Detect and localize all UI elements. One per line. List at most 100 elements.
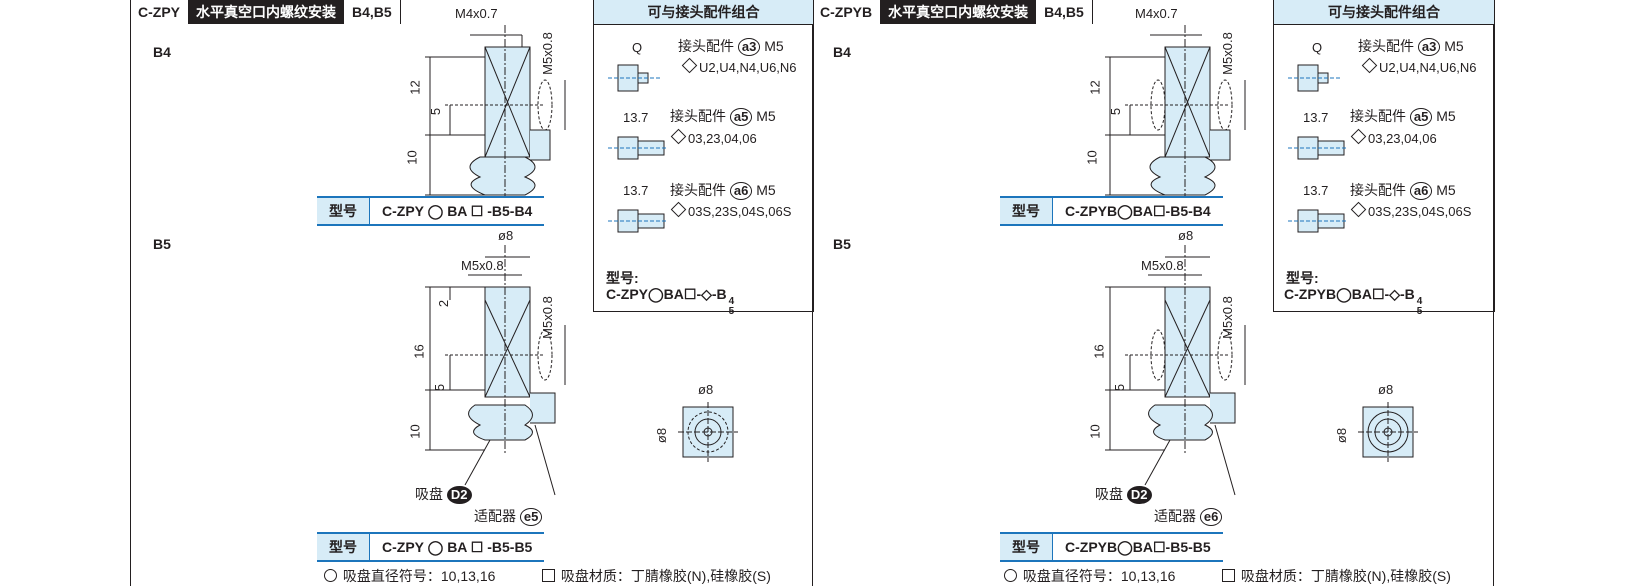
adapter-label: 适配器 — [1154, 508, 1196, 524]
b4-top-thread: M4x0.7 — [1135, 6, 1178, 21]
fittings-drawings — [608, 64, 668, 233]
dia-note-text: 吸盘直径符号：10,13,16 — [342, 568, 496, 584]
b4-model-bar: 型号 C-ZPYB◯BA☐-B5-B4 — [1000, 196, 1223, 226]
b4-height-10: 10 — [1084, 150, 1100, 165]
mat-note-text: 吸盘材质：丁腈橡胶(N),硅橡胶(S) — [1240, 568, 1451, 584]
top-view-height: ø8 — [1334, 427, 1350, 444]
b5-model-bar: 型号 C-ZPY ◯ BA ☐ -B5-B5 — [317, 532, 545, 562]
model-value: C-ZPYB◯BA☐-B5-B5 — [1053, 534, 1223, 560]
fit3-options: 03S,23S,04S,06S — [669, 201, 792, 219]
size-list: B4,B5 — [1036, 0, 1093, 24]
fit3-name: 接头配件 — [670, 182, 726, 198]
b5-top-view — [1358, 402, 1418, 462]
fit3-label: 接头配件 a6 M5 — [1350, 180, 1456, 200]
fit2-name: 接头配件 — [670, 108, 726, 124]
suffix-bottom: 5 — [728, 306, 735, 317]
fit1-options-text: U2,U4,N4,U6,N6 — [1379, 60, 1477, 75]
diamond-icon — [670, 201, 687, 218]
model-key: 型号 — [317, 534, 370, 560]
b5-height-16: 16 — [411, 344, 427, 359]
fit1-code: a3 — [737, 38, 761, 56]
pad-label: 吸盘 — [1095, 486, 1123, 502]
footer-dia-note: 吸盘直径符号：10,13,16 — [1002, 566, 1175, 586]
top-view-width: ø8 — [698, 382, 714, 397]
fit2-dim: 13.7 — [1303, 110, 1329, 125]
fit2-label: 接头配件 a5 M5 — [1350, 106, 1456, 126]
dia-note-text: 吸盘直径符号：10,13,16 — [1022, 568, 1176, 584]
fit2-options: 03,23,04,06 — [669, 128, 757, 146]
square-symbol-icon — [1222, 569, 1235, 582]
fit1-options: U2,U4,N4,U6,N6 — [1360, 57, 1477, 75]
b4-drawing — [425, 25, 566, 198]
fit2-label: 接头配件 a5 M5 — [670, 106, 776, 126]
fit2-thread: M5 — [1436, 108, 1456, 124]
model-value: C-ZPY ◯ BA ☐ -B5-B4 — [370, 198, 545, 224]
b5-diameter: ø8 — [498, 228, 514, 243]
fit1-options: U2,U4,N4,U6,N6 — [680, 57, 797, 75]
model-value: C-ZPYB◯BA☐-B5-B4 — [1053, 198, 1223, 224]
footer-mat-note: 吸盘材质：丁腈橡胶(N),硅橡胶(S) — [540, 566, 771, 586]
right-frame-border — [1493, 0, 1494, 586]
b4-side-thread: M5x0.8 — [1219, 32, 1235, 75]
circle-symbol-icon — [324, 569, 337, 582]
fittings-drawings — [1288, 64, 1348, 233]
pad-callout: 吸盘 D2 — [1095, 484, 1152, 504]
section-title: 水平真空口内螺纹安装 — [188, 0, 344, 24]
fit2-options-text: 03,23,04,06 — [688, 131, 757, 146]
fittings-box: 可与接头配件组合 — [1273, 0, 1495, 312]
fit2-code: a5 — [1409, 108, 1433, 126]
fit2-thread: M5 — [756, 108, 776, 124]
footer-mat-note: 吸盘材质：丁腈橡胶(N),硅橡胶(S) — [1220, 566, 1451, 586]
b5-drawing — [425, 245, 566, 496]
b5-model-bar: 型号 C-ZPYB◯BA☐-B5-B5 — [1000, 532, 1223, 562]
fit1-label: 接头配件 a3 M5 — [678, 36, 784, 56]
fittings-box: 可与接头配件组合 — [593, 0, 814, 312]
diamond-icon — [681, 57, 698, 74]
pad-label: 吸盘 — [415, 486, 443, 502]
adapter-label: 适配器 — [474, 508, 516, 524]
b4-model-bar: 型号 C-ZPY ◯ BA ☐ -B5-B4 — [317, 196, 545, 226]
b5-top-view — [678, 402, 738, 462]
mat-note-text: 吸盘材质：丁腈橡胶(N),硅橡胶(S) — [560, 568, 771, 584]
fittings-title: 可与接头配件组合 — [594, 0, 813, 25]
b4-side-thread: M5x0.8 — [539, 32, 555, 75]
adapter-code: e5 — [519, 508, 543, 526]
series-code: C-ZPY — [138, 4, 180, 20]
pad-callout: 吸盘 D2 — [415, 484, 472, 504]
right-header: C-ZPYB 水平真空口内螺纹安装 B4,B5 — [812, 0, 1093, 24]
model-key: 型号 — [1000, 534, 1053, 560]
fit2-options: 03,23,04,06 — [1349, 128, 1437, 146]
circle-symbol-icon — [1004, 569, 1017, 582]
fit3-dim: 13.7 — [623, 183, 649, 198]
b5-height-5: 5 — [1112, 383, 1128, 392]
size-list: B4,B5 — [344, 0, 401, 24]
b5-diameter: ø8 — [1178, 228, 1194, 243]
b5-height-16: 16 — [1091, 344, 1107, 359]
b5-height-2: 2 — [436, 299, 452, 308]
fit-model-title: 型号: — [606, 270, 639, 286]
series-code: C-ZPYB — [820, 4, 873, 20]
model-value: C-ZPY ◯ BA ☐ -B5-B5 — [370, 534, 545, 560]
left-header: C-ZPY 水平真空口内螺纹安装 B4,B5 — [130, 0, 401, 24]
suffix-top: 4 — [728, 296, 735, 307]
b4-drawing — [1105, 25, 1246, 198]
fit3-thread: M5 — [1436, 182, 1456, 198]
model-key: 型号 — [1000, 198, 1053, 224]
fit1-dim: Q — [1312, 40, 1323, 55]
fit2-options-text: 03,23,04,06 — [1368, 131, 1437, 146]
square-symbol-icon — [542, 569, 555, 582]
fit3-dim: 13.7 — [1303, 183, 1329, 198]
diamond-icon — [1361, 57, 1378, 74]
fit3-options: 03S,23S,04S,06S — [1349, 201, 1471, 219]
b5-height-10: 10 — [407, 424, 423, 439]
fit-model-title: 型号: — [1286, 270, 1319, 286]
fit3-options-text: 03S,23S,04S,06S — [688, 204, 792, 219]
b4-height-5: 5 — [1108, 107, 1124, 116]
fittings-title: 可与接头配件组合 — [1274, 0, 1494, 25]
b5-height-10: 10 — [1087, 424, 1103, 439]
b4-top-thread: M4x0.7 — [455, 6, 498, 21]
fit1-thread: M5 — [764, 38, 784, 54]
adapter-callout: 适配器 e5 — [474, 506, 543, 526]
fit1-name: 接头配件 — [678, 38, 734, 54]
